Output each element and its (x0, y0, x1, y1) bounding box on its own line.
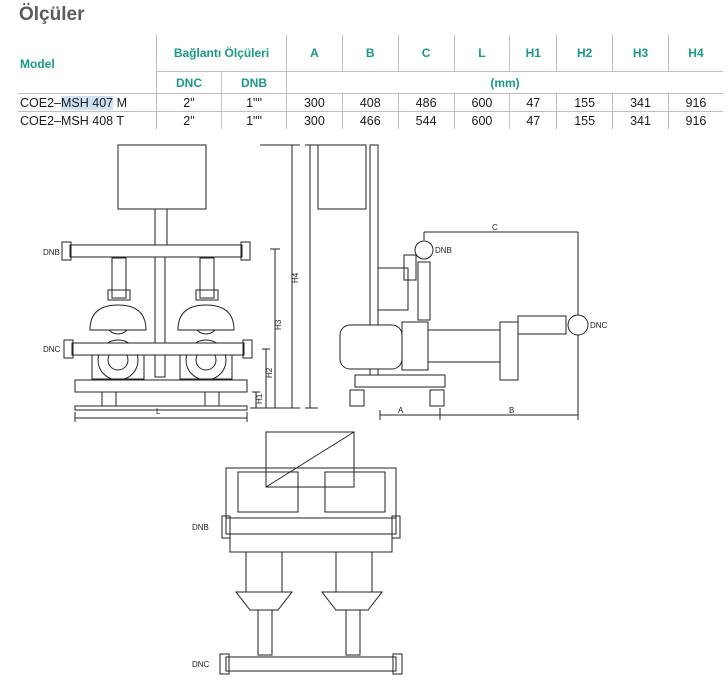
model-cell: COE2–MSH 408 T (18, 111, 157, 129)
value-cell: 47 (509, 93, 557, 112)
value-cell: 466 (341, 111, 399, 129)
front-h1-label: H1 (255, 393, 264, 404)
value-cell: 155 (556, 93, 613, 112)
front-l-label: L (156, 407, 161, 416)
side-view (305, 144, 589, 420)
top-dnb-label: DNB (192, 523, 209, 532)
value-cell: 155 (556, 111, 613, 129)
front-dnc-label: DNC (43, 345, 61, 354)
table-row: COE2–MSH 408 T 2" 1"" 300 466 544 600 47… (18, 111, 723, 129)
dim-header-c: C (397, 35, 455, 72)
top-view (219, 431, 403, 675)
value-cell: 916 (667, 93, 723, 112)
dim-header-h4: H4 (667, 35, 723, 72)
side-dnb-label: DNB (435, 246, 452, 255)
value-cell: 341 (612, 93, 669, 112)
value-cell: 408 (341, 93, 399, 112)
value-cell: 916 (667, 111, 723, 129)
value-cell: 341 (612, 111, 669, 129)
side-dnc-label: DNC (590, 321, 608, 330)
side-a-label: A (398, 406, 404, 415)
front-dnb-label: DNB (43, 248, 60, 257)
front-view (61, 144, 300, 422)
connection-header: Bağlantı Ölçüleri (156, 35, 287, 72)
value-cell: 300 (286, 111, 343, 129)
top-dnc-label: DNC (192, 660, 210, 669)
side-c-label: C (492, 223, 498, 232)
front-h4-label: H4 (291, 272, 300, 283)
unit-header: (mm) (286, 71, 723, 94)
dim-header-l: L (453, 35, 510, 72)
dim-header-h2: H2 (556, 35, 613, 72)
value-cell: 600 (453, 93, 510, 112)
value-cell: 300 (286, 93, 343, 112)
dimensions-table: Model Bağlantı Ölçüleri A B C L H1 H2 H3… (18, 35, 723, 129)
side-b-label: B (509, 406, 514, 415)
dnb-cell: 1"" (221, 111, 287, 129)
dnc-cell: 2" (156, 111, 222, 129)
dim-header-h3: H3 (612, 35, 669, 72)
dnc-cell: 2" (156, 93, 222, 112)
technical-drawing: DNB DNC L H1 H2 H3 H4 DNB DNC A B C DNB … (43, 144, 608, 675)
dnb-header: DNB (221, 71, 287, 94)
table-row: COE2–MSH 407 M 2" 1"" 300 408 486 600 47… (18, 93, 723, 112)
dim-header-h1: H1 (509, 35, 557, 72)
dim-header-a: A (286, 35, 343, 72)
value-cell: 486 (397, 93, 455, 112)
front-h3-label: H3 (274, 319, 283, 330)
front-h2-label: H2 (265, 367, 274, 378)
value-cell: 544 (397, 111, 455, 129)
dim-header-b: B (341, 35, 399, 72)
model-cell: COE2–MSH 407 M (18, 93, 157, 112)
page-title: Ölçüler (19, 4, 85, 25)
value-cell: 600 (453, 111, 510, 129)
model-header: Model (20, 57, 55, 71)
dnb-cell: 1"" (221, 93, 287, 112)
value-cell: 47 (509, 111, 557, 129)
dnc-header: DNC (156, 71, 222, 94)
